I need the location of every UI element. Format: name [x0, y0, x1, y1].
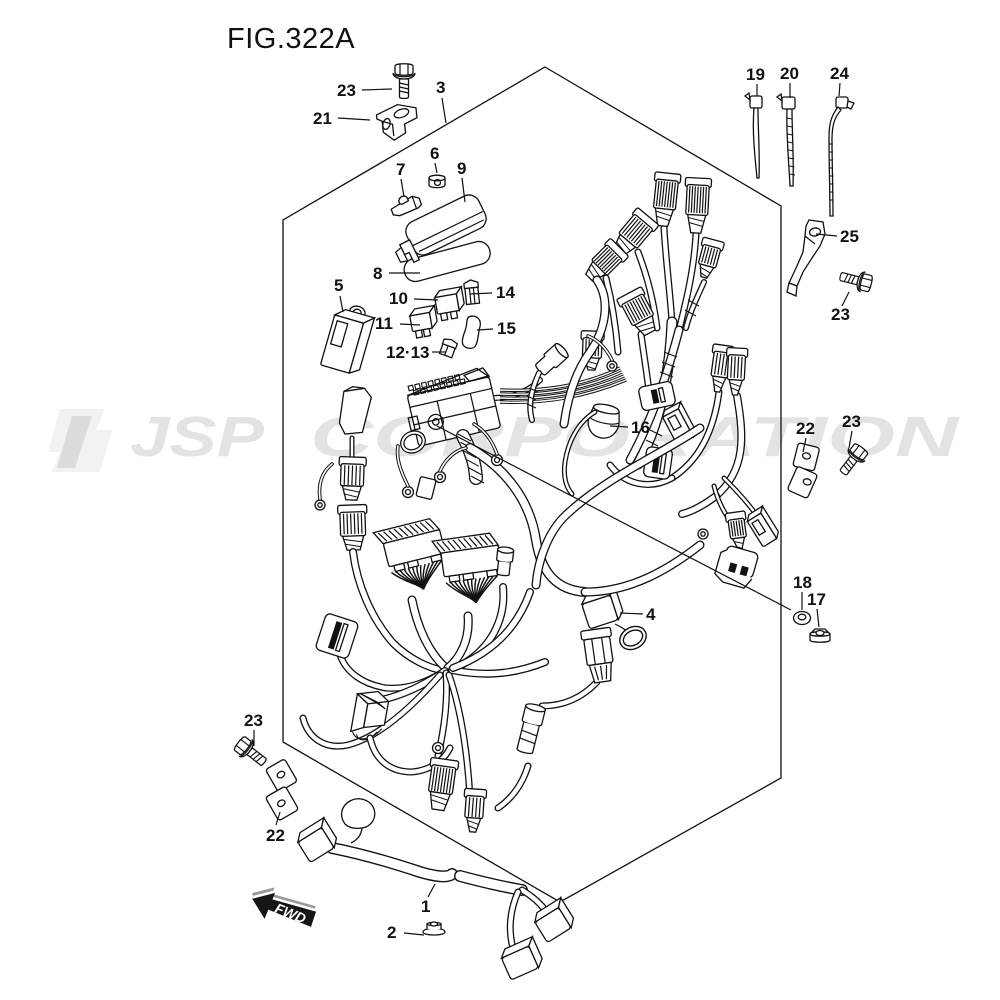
svg-text:11: 11: [375, 314, 393, 333]
svg-text:21: 21: [313, 109, 332, 128]
svg-text:23: 23: [831, 305, 850, 324]
svg-text:10: 10: [389, 289, 408, 308]
svg-text:6: 6: [430, 144, 439, 163]
svg-text:9: 9: [457, 159, 466, 178]
svg-text:4: 4: [646, 605, 656, 624]
svg-text:23: 23: [244, 711, 263, 730]
svg-text:17: 17: [807, 590, 826, 609]
svg-text:23: 23: [337, 81, 356, 100]
svg-text:FIG.322A: FIG.322A: [227, 23, 355, 55]
svg-text:20: 20: [780, 64, 799, 83]
svg-text:19: 19: [746, 65, 765, 84]
svg-text:25: 25: [840, 227, 859, 246]
svg-text:16: 16: [631, 418, 650, 437]
svg-text:12·13: 12·13: [386, 343, 429, 362]
svg-text:18: 18: [793, 573, 812, 592]
svg-text:7: 7: [396, 160, 405, 179]
svg-text:14: 14: [496, 283, 515, 302]
svg-text:JSP: JSP: [130, 405, 265, 469]
svg-text:8: 8: [373, 264, 382, 283]
svg-text:22: 22: [266, 826, 285, 845]
svg-text:1: 1: [421, 897, 430, 916]
svg-text:22: 22: [796, 419, 815, 438]
svg-text:3: 3: [436, 78, 445, 97]
svg-text:2: 2: [387, 923, 396, 942]
svg-text:23: 23: [842, 412, 861, 431]
svg-text:24: 24: [830, 64, 849, 83]
svg-text:5: 5: [334, 276, 343, 295]
svg-text:15: 15: [497, 319, 516, 338]
